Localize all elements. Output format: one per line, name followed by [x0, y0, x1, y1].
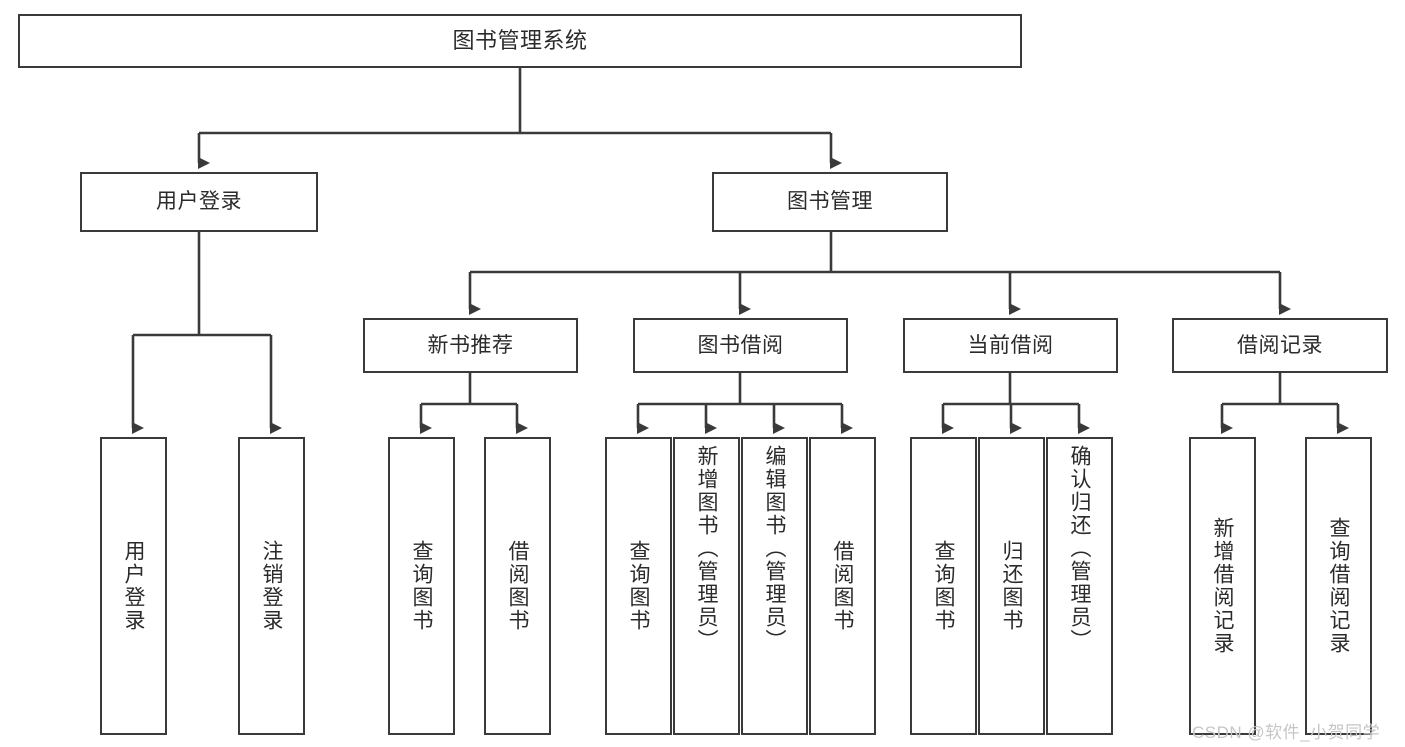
- leaf-borrow-book[interactable]: 借阅图书: [809, 437, 876, 735]
- node-label: 用户登录: [156, 190, 242, 214]
- leaf-return-book[interactable]: 归还图书: [978, 437, 1045, 735]
- node-current-borrow[interactable]: 当前借阅: [903, 318, 1118, 373]
- node-book-management[interactable]: 图书管理: [712, 172, 948, 232]
- node-label: 注销登录: [260, 540, 283, 632]
- node-new-book-recommend[interactable]: 新书推荐: [363, 318, 578, 373]
- node-book-borrow[interactable]: 图书借阅: [633, 318, 848, 373]
- node-label: 用户登录: [122, 540, 145, 632]
- leaf-logout[interactable]: 注销登录: [238, 437, 305, 735]
- leaf-borrow-book-recommend[interactable]: 借阅图书: [484, 437, 551, 735]
- leaf-add-borrow-record[interactable]: 新增借阅记录: [1189, 437, 1256, 735]
- node-label: 图书管理: [787, 190, 873, 214]
- leaf-add-book-admin[interactable]: 新增图书（管理员）: [673, 437, 740, 735]
- node-label: 新书推荐: [427, 333, 514, 357]
- node-label: 借阅记录: [1237, 333, 1323, 357]
- node-label: 借阅图书: [831, 540, 854, 632]
- leaf-query-book-recommend[interactable]: 查询图书: [388, 437, 455, 735]
- node-label: 新增借阅记录: [1211, 517, 1234, 655]
- node-label: 借阅图书: [506, 540, 529, 632]
- leaf-query-borrow-record[interactable]: 查询借阅记录: [1305, 437, 1372, 735]
- node-label: 编辑图书（管理员）: [763, 445, 786, 652]
- leaf-query-book-current[interactable]: 查询图书: [910, 437, 977, 735]
- node-label: 归还图书: [1000, 540, 1023, 632]
- node-label: 查询图书: [410, 540, 433, 632]
- leaf-query-book-borrow[interactable]: 查询图书: [605, 437, 672, 735]
- leaf-user-login[interactable]: 用户登录: [100, 437, 167, 735]
- node-label: 查询图书: [932, 540, 955, 632]
- node-label: 新增图书（管理员）: [695, 445, 718, 652]
- node-label: 当前借阅: [967, 333, 1054, 357]
- node-root-system[interactable]: 图书管理系统: [18, 14, 1022, 68]
- node-label: 查询借阅记录: [1327, 517, 1350, 655]
- leaf-confirm-return-admin[interactable]: 确认归还（管理员）: [1046, 437, 1113, 735]
- leaf-edit-book-admin[interactable]: 编辑图书（管理员）: [741, 437, 808, 735]
- node-user-login[interactable]: 用户登录: [80, 172, 318, 232]
- node-label: 图书借阅: [697, 333, 784, 357]
- node-borrow-records[interactable]: 借阅记录: [1172, 318, 1388, 373]
- node-label: 确认归还（管理员）: [1068, 445, 1091, 652]
- node-label: 查询图书: [627, 540, 650, 632]
- node-label: 图书管理系统: [452, 27, 588, 53]
